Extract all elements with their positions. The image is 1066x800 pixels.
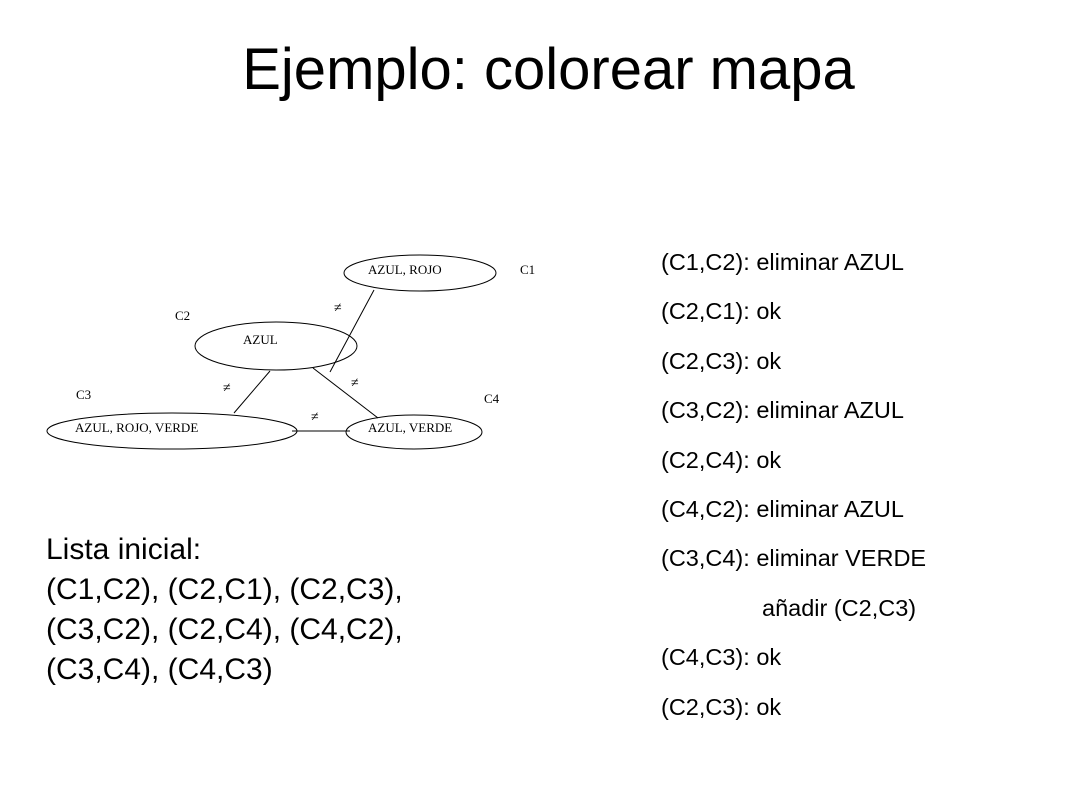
initial-list-line: (C3,C4), (C4,C3): [46, 653, 273, 686]
edge-c2-c1: [329, 289, 375, 373]
node-c1-label: C1: [520, 262, 535, 277]
node-c1: AZUL, ROJO C1: [343, 254, 535, 292]
node-c3: AZUL, ROJO, VERDE C3: [46, 387, 298, 450]
node-c2-domain: AZUL: [243, 332, 278, 347]
step-line: (C3,C4): eliminar VERDE: [661, 545, 927, 572]
edge-c2-c4: [312, 367, 379, 419]
node-c4: AZUL, VERDE C4: [345, 391, 500, 450]
initial-list-line: (C3,C2), (C2,C4), (C4,C2),: [46, 613, 403, 646]
node-c3-label: C3: [76, 387, 91, 402]
initial-list-line: (C1,C2), (C2,C1), (C2,C3),: [46, 573, 403, 606]
step-line: (C2,C3): ok: [661, 693, 782, 720]
step-line: añadir (C2,C3): [762, 594, 917, 621]
step-line: (C2,C1): ok: [661, 298, 782, 325]
edge-c2-c3-constraint: ≠: [223, 381, 231, 396]
step-line: (C4,C2): eliminar AZUL: [661, 496, 904, 523]
edge-c3-c4-constraint: ≠: [311, 410, 319, 425]
edge-c2-c1-constraint: ≠: [334, 301, 342, 316]
edge-c2-c4-constraint: ≠: [351, 376, 359, 391]
step-line: (C2,C4): ok: [661, 446, 782, 473]
node-c2: AZUL C2: [175, 308, 358, 371]
node-c1-ellipse: [343, 254, 497, 292]
step-line: (C3,C2): eliminar AZUL: [661, 397, 904, 424]
edge-c2-c3: [233, 370, 271, 414]
node-c4-ellipse: [345, 414, 483, 450]
initial-list-heading: Lista inicial:: [46, 533, 202, 566]
arc-consistency-steps: (C1,C2): eliminar AZUL (C2,C1): ok (C2,C…: [661, 238, 926, 732]
step-line: (C4,C3): ok: [661, 644, 782, 671]
step-line: (C1,C2): eliminar AZUL: [661, 249, 904, 275]
node-c3-ellipse: [46, 412, 298, 450]
node-c2-ellipse: [194, 321, 358, 371]
node-c3-domain: AZUL, ROJO, VERDE: [75, 420, 198, 435]
node-c1-domain: AZUL, ROJO: [368, 262, 442, 277]
page-title: Ejemplo: colorear mapa: [242, 37, 855, 102]
node-c2-label: C2: [175, 308, 190, 323]
step-line: (C2,C3): ok: [661, 347, 782, 374]
node-c4-domain: AZUL, VERDE: [368, 420, 452, 435]
node-c4-label: C4: [484, 391, 500, 406]
initial-list: Lista inicial: (C1,C2), (C2,C1), (C2,C3)…: [46, 530, 403, 690]
